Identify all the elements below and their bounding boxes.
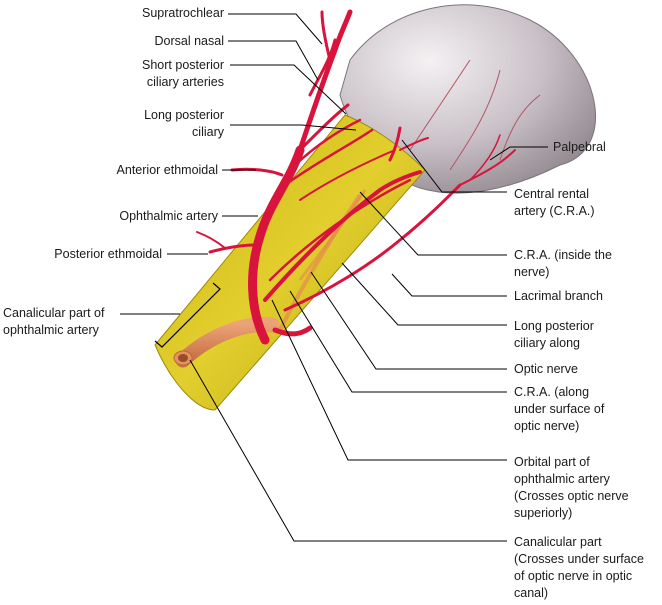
leader-short-posterior-ciliary [230,64,347,115]
posterior-ethmoidal [208,243,257,254]
dorsal-nasal-artery [308,38,337,97]
label-orbital-part: Orbital part of ophthalmic artery (Cross… [514,455,629,520]
posterior-ethmoidal [196,231,226,249]
leader-cra-along [289,290,507,393]
short-posterior-ciliary [288,118,362,172]
label-long-posterior-ciliary-along: Long posterior ciliary along [514,319,594,350]
label-palpebral: Palpebral [553,140,606,154]
short-posterior-ciliary [298,103,350,152]
leader-orbital-part [271,299,507,461]
artery-branch [272,325,313,337]
label-long-posterior-ciliary: Long posterior ciliary [144,108,224,139]
label-anterior-ethmoidal: Anterior ethmoidal [116,163,218,177]
label-canalicular-part-ophthalmic: Canalicular part of ophthalmic artery [3,306,105,337]
leader-optic-nerve [310,271,507,370]
label-short-posterior-ciliary: Short posterior ciliary arteries [142,58,224,89]
label-cra-along-under-surface: C.R.A. (along under surface of optic ner… [514,385,605,433]
leader-supratrochlear [228,13,323,45]
supratrochlear-artery [320,10,332,62]
cra-along-nerve [298,189,367,281]
artery-branch [299,149,396,201]
leader-palpebral [489,146,548,161]
palpebral-branch [459,149,516,186]
long-posterior-ciliary-along [268,178,412,282]
leader-canalicular-part [189,359,507,542]
label-cra-inside-nerve: C.R.A. (inside the nerve) [514,248,612,279]
label-posterior-ethmoidal: Posterior ethmoidal [54,247,162,261]
label-canalicular-part: Canalicular part (Crosses under surface … [514,535,644,600]
leader-cra-inside [359,191,507,256]
label-lacrimal-branch: Lacrimal branch [514,289,603,303]
leader-lacrimal [391,273,507,297]
label-supratrochlear: Supratrochlear [142,6,224,20]
eyeball-vessel [449,69,501,171]
palpebral-branch [469,134,501,181]
eyeball-vessel [409,59,471,151]
label-central-retinal-artery: Central rental artery (C.R.A.) [514,187,595,218]
artery-branch [399,137,429,151]
ophthalmic-artery-trunk [248,145,305,345]
orbital-part-artery [263,170,422,302]
central-retinal-artery [388,126,402,162]
label-ophthalmic-artery: Ophthalmic artery [119,209,218,223]
leader-long-posterior-along [341,262,507,326]
leader-long-posterior-ciliary [230,124,357,131]
long-posterior-ciliary [283,128,374,187]
ophthalmic-artery-branch [297,9,353,153]
leader-dorsal-nasal [228,40,319,81]
leader-central-retinal [401,139,507,193]
label-optic-nerve: Optic nerve [514,362,578,376]
lacrimal-branch [283,183,462,312]
label-dorsal-nasal: Dorsal nasal [154,34,224,48]
canalicular-bracket [154,282,221,348]
